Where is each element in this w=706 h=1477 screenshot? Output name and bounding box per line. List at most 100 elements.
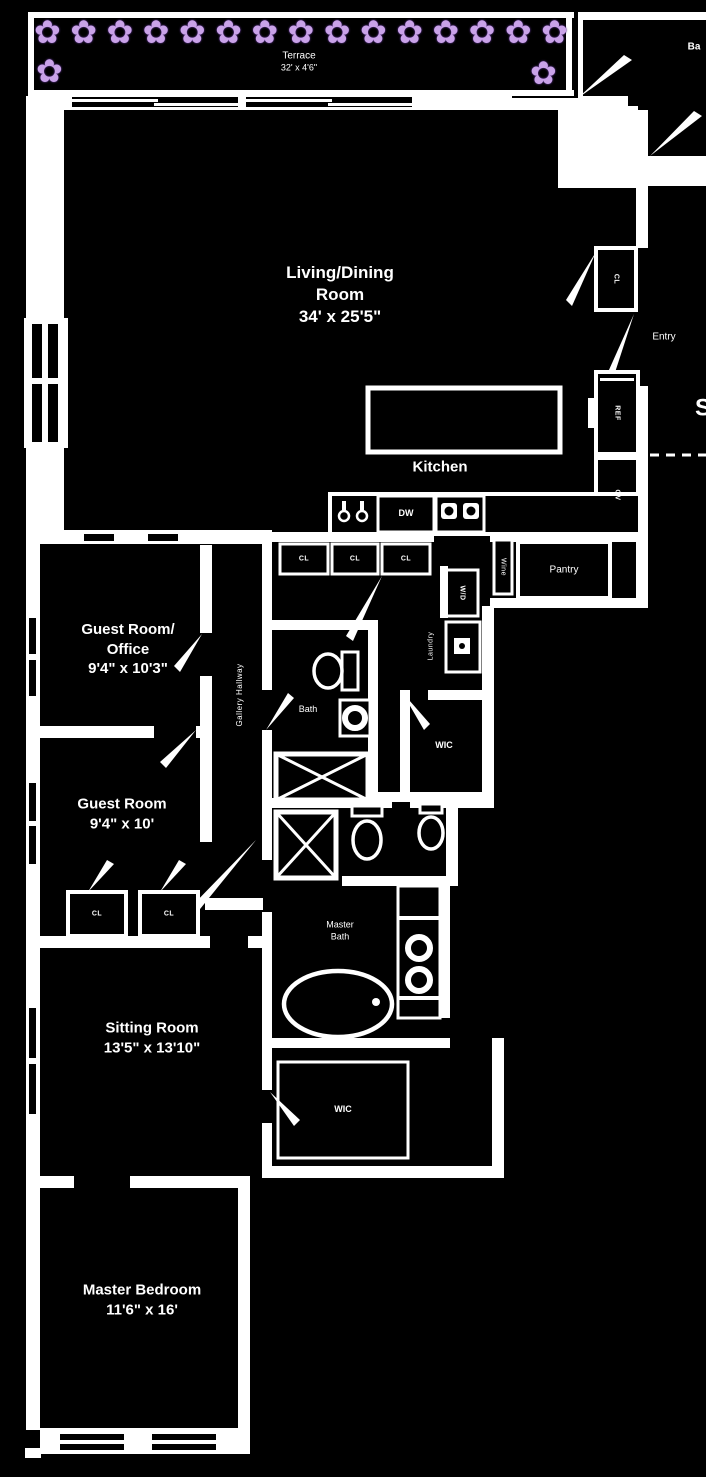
flower-icon: ✿: [359, 13, 387, 51]
pantry-label: Pantry: [549, 564, 579, 576]
label-line: Guest Room: [77, 795, 167, 813]
flower-icon: ✿: [36, 52, 63, 90]
kitchen-island: [365, 385, 563, 455]
hallway-walls: [174, 532, 648, 802]
label-line: Master Bedroom: [82, 1281, 202, 1299]
flower-icon: ✿: [70, 13, 98, 51]
flower-icon: ✿: [468, 13, 496, 51]
living-room-window-icon: [24, 318, 68, 448]
label-line: Living/Dining: [286, 262, 394, 282]
master-bedroom-label: Master Bedroom 11'6" x 16': [83, 1281, 201, 1320]
label-line: Sitting Room: [105, 1019, 199, 1037]
label-line: Master: [326, 919, 354, 930]
washer-dryer-icon: [444, 568, 480, 618]
laundry-fixtures: [440, 566, 494, 802]
terrace-walls: [28, 12, 706, 96]
label-line: Terrace: [282, 50, 316, 62]
door-swing-icon: [160, 860, 186, 892]
sink-icon: [337, 501, 369, 523]
label-line: Room: [315, 284, 365, 304]
edge-label-partial: S: [694, 394, 706, 422]
door-swing-icon: [174, 634, 202, 672]
sink-icon: [338, 698, 372, 738]
sliding-door-icon: [72, 99, 412, 106]
closet-label: CL: [163, 910, 175, 918]
sitting-room-walls: [40, 936, 262, 948]
label-dims: 11'6" x 16': [106, 1301, 178, 1318]
master-bedroom-walls: [25, 1176, 250, 1458]
flower-icon: ✿: [541, 13, 568, 51]
flower-icon: ✿: [251, 13, 279, 51]
living-room-label: Living/Dining Room 34' x 25'5": [286, 262, 394, 328]
window-icon: [60, 1434, 216, 1450]
dishwasher-label: DW: [398, 508, 414, 519]
door-swing-icon: [270, 1092, 300, 1126]
shower-icon: [273, 809, 339, 881]
flower-icon: ✿: [530, 54, 557, 92]
kitchen-label: Kitchen: [412, 458, 468, 476]
label-line: Bath: [330, 931, 350, 941]
flower-icon: ✿: [178, 13, 206, 51]
flower-icon: ✿: [142, 13, 170, 51]
door-swing-icon: [190, 840, 256, 914]
neighbor-label-partial: Ba: [687, 41, 701, 53]
sink-icon: [405, 934, 433, 962]
label-line: Guest Room/: [81, 620, 175, 638]
toilet-icon: [312, 650, 360, 692]
door-swing-icon: [88, 860, 114, 892]
closet-label: CL: [298, 555, 310, 563]
guest-room-label: Guest Room 9'4" x 10': [77, 795, 166, 834]
laundry-label: Laundry: [427, 631, 435, 661]
left-outer-wall: [26, 544, 40, 1430]
flower-icon: ✿: [432, 13, 460, 51]
bidet-icon: [417, 802, 445, 851]
flower-icon: ✿: [34, 13, 61, 51]
kitchen-fixtures: [328, 385, 642, 536]
flower-icon: ✿: [323, 13, 351, 51]
wic-lower-walls: [262, 1038, 504, 1178]
label-dims: 9'4" x 10'3": [88, 659, 168, 677]
sitting-room-label: Sitting Room 13'5" x 13'10": [104, 1019, 200, 1058]
flower-icon: ✿: [504, 13, 532, 51]
door-swing-icon: [566, 252, 596, 306]
toilet-icon: [350, 804, 384, 861]
living-room-walls: [26, 94, 706, 544]
entry-closet: [594, 246, 638, 312]
door-swing-icon: [578, 55, 632, 98]
oven-label: OV: [613, 489, 621, 501]
door-swing-icon: [266, 693, 294, 730]
master-bath-label: Master Bath: [326, 919, 354, 942]
entry-label: Entry: [652, 331, 676, 343]
terrace-label: Terrace 32' x 4'6": [281, 50, 317, 75]
door-swing-icon: [160, 730, 196, 768]
bathtub-icon: [281, 968, 395, 1040]
wine-cooler-icon: [492, 538, 514, 596]
terrace-flowers: ✿✿✿✿✿✿✿✿✿✿✿✿✿✿✿: [34, 15, 568, 55]
label-dims: 32' x 4'6": [280, 62, 318, 73]
bath-label: Bath: [298, 704, 318, 715]
shower-icon: [273, 751, 371, 803]
wine-cooler-label: Wine: [499, 558, 507, 576]
door-swing-icon: [650, 111, 702, 156]
label-dims: 13'5" x 13'10": [103, 1039, 201, 1056]
pantry-walls: [492, 538, 612, 600]
flower-icon: ✿: [106, 13, 134, 51]
closet-label: CL: [91, 910, 103, 918]
wic-upper-walls: [368, 690, 494, 802]
gallery-hallway-label: Gallery Hallway: [234, 663, 244, 727]
laundry-sink-icon: [444, 620, 482, 674]
refrigerator-icon: [588, 370, 640, 456]
cooktop-icon: [441, 503, 479, 519]
label-line: Office: [106, 640, 150, 658]
label-dims: 9'4" x 10': [89, 815, 155, 832]
flower-icon: ✿: [215, 13, 242, 51]
wic-upper-label: WIC: [435, 740, 453, 751]
flower-icon: ✿: [287, 13, 315, 51]
bath-walls: [272, 620, 378, 803]
double-vanity-icon: [396, 884, 442, 1020]
flower-icon: ✿: [396, 13, 423, 51]
label-dims: 34' x 25'5": [298, 307, 382, 327]
wic-lower-label: WIC: [334, 1104, 352, 1115]
